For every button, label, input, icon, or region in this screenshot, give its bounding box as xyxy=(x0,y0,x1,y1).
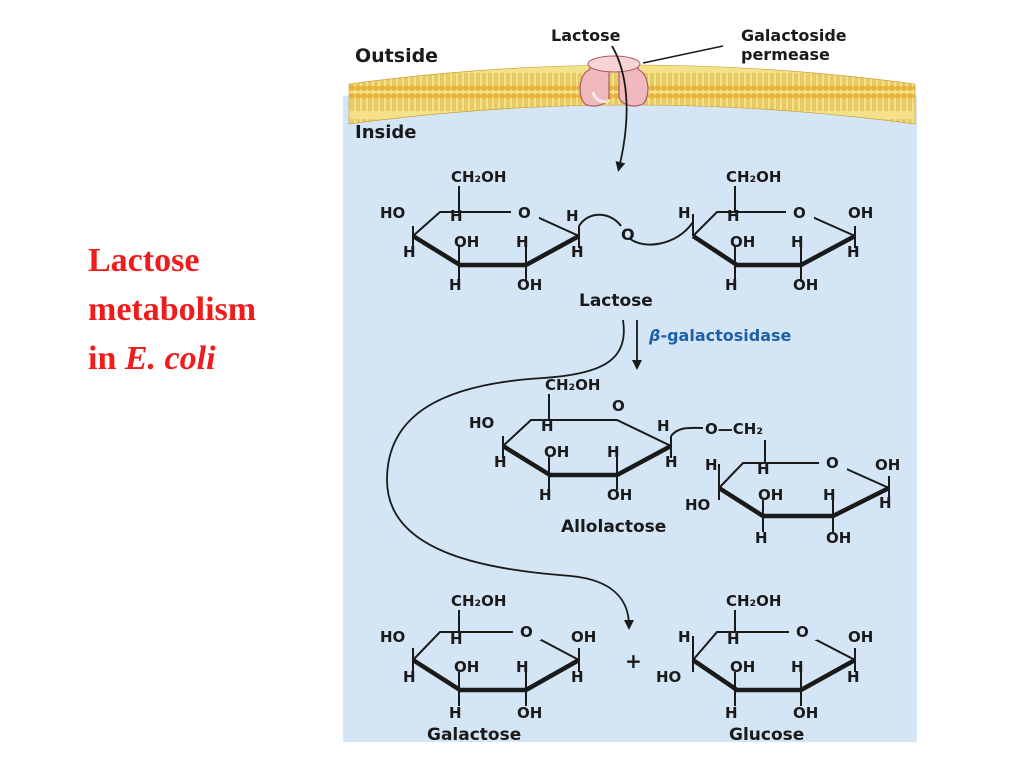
oh-label: OH xyxy=(454,658,479,676)
glucose-molecule-label: Glucose xyxy=(729,725,804,742)
oh-label: OH xyxy=(517,704,542,722)
h-label: H xyxy=(657,417,670,435)
transport-arrow xyxy=(611,45,628,172)
allolactose-molecule-label: Allolactose xyxy=(561,517,666,537)
allolactose-o-ch2-link: O—CH₂ xyxy=(705,420,763,438)
h-label: H xyxy=(823,486,836,504)
transport-lactose-label: Lactose xyxy=(551,26,621,45)
lactose-metabolism-figure: Outside Inside Lactose Galactoside perme… xyxy=(343,26,917,742)
ch2oh-label: CH₂OH xyxy=(545,376,600,394)
h-label: H xyxy=(449,276,462,294)
h-label: H xyxy=(539,486,552,504)
lactose-glucose-ring xyxy=(691,186,857,282)
title-line-1: Lactose xyxy=(88,242,200,279)
h-label: H xyxy=(725,704,738,722)
h-label: H xyxy=(791,233,804,251)
allolactose-structure: O CH₂OH HO H H OH H H OH H H O—CH₂ O H H… xyxy=(469,376,900,547)
ch2oh-label: CH₂OH xyxy=(451,168,506,186)
plus-sign: + xyxy=(625,649,642,673)
title-organism: E. coli xyxy=(124,340,216,377)
ch2oh-label: CH₂OH xyxy=(726,168,781,186)
inside-label: Inside xyxy=(355,122,417,143)
h-label: H xyxy=(705,456,718,474)
h-label: H xyxy=(665,453,678,471)
outside-label: Outside xyxy=(355,45,438,67)
ho-label: HO xyxy=(380,628,405,646)
oh-label: OH xyxy=(607,486,632,504)
lactose-galactose-ring xyxy=(411,186,622,282)
h-label: H xyxy=(541,417,554,435)
h-label: H xyxy=(757,460,770,478)
ch2oh-label: CH₂OH xyxy=(726,592,781,610)
oh-label: OH xyxy=(454,233,479,251)
oh-label: OH xyxy=(730,233,755,251)
h-label: H xyxy=(755,529,768,547)
oh-label: OH xyxy=(730,658,755,676)
ring-oxygen-label: O xyxy=(518,204,531,222)
galactose-structure: O CH₂OH HO H OH H OH H H H OH xyxy=(380,592,596,722)
enzyme-name: -galactosidase xyxy=(660,326,791,345)
lactose-molecule-label: Lactose xyxy=(579,291,653,311)
h-label: H xyxy=(566,207,579,225)
h-label: H xyxy=(449,704,462,722)
title-line-3: in E. coli xyxy=(88,334,256,383)
permease-label-line2: permease xyxy=(741,45,830,64)
oh-label: OH xyxy=(544,443,569,461)
oh-label: OH xyxy=(848,204,873,222)
slide-title: Lactose metabolism in E. coli xyxy=(88,236,256,383)
oh-label: OH xyxy=(571,628,596,646)
h-label: H xyxy=(725,276,738,294)
galactose-molecule-label: Galactose xyxy=(427,725,521,742)
oh-label: OH xyxy=(848,628,873,646)
permease-callout-line xyxy=(642,45,724,64)
h-label: H xyxy=(791,658,804,676)
h-label: H xyxy=(727,630,740,648)
h-label: H xyxy=(403,668,416,686)
oh-label: OH xyxy=(517,276,542,294)
lactose-glycosidic-oxygen: O xyxy=(621,225,635,244)
h-label: H xyxy=(571,668,584,686)
ring-oxygen-label: O xyxy=(826,454,839,472)
oh-label: OH xyxy=(793,276,818,294)
ho-label: HO xyxy=(656,668,681,686)
allolactose-glucose-ring xyxy=(717,462,891,532)
ring-oxygen-label: O xyxy=(520,623,533,641)
title-line-3-prefix: in xyxy=(88,340,125,377)
ch2oh-label: CH₂OH xyxy=(451,592,506,610)
h-label: H xyxy=(678,204,691,222)
lactose-structure: O CH₂OH HO H H OH H H OH H H O O CH₂OH H… xyxy=(380,168,873,294)
h-label: H xyxy=(516,233,529,251)
ring-oxygen-label: O xyxy=(793,204,806,222)
h-label: H xyxy=(450,630,463,648)
ho-label: HO xyxy=(469,414,494,432)
h-label: H xyxy=(516,658,529,676)
hydrolysis-path-arrow xyxy=(386,319,634,630)
h-label: H xyxy=(727,207,740,225)
oh-label: OH xyxy=(875,456,900,474)
h-label: H xyxy=(607,443,620,461)
permease-protein xyxy=(579,55,649,107)
enzyme-label: β-galactosidase xyxy=(648,326,792,345)
h-label: H xyxy=(403,243,416,261)
permease-label-line1: Galactoside xyxy=(741,26,847,45)
oh-label: OH xyxy=(758,486,783,504)
h-label: H xyxy=(678,628,691,646)
ring-oxygen-label: O xyxy=(612,397,625,415)
oh-label: OH xyxy=(793,704,818,722)
enzyme-greek-letter: β xyxy=(648,326,660,345)
glucose-structure: O CH₂OH H H OH HO OH H H H OH xyxy=(656,592,873,722)
ho-label: HO xyxy=(380,204,405,222)
allolactose-galactose-ring xyxy=(501,394,704,490)
h-label: H xyxy=(879,494,892,512)
ring-oxygen-label: O xyxy=(796,623,809,641)
ho-label: HO xyxy=(685,496,710,514)
title-line-2: metabolism xyxy=(88,291,257,328)
h-label: H xyxy=(494,453,507,471)
h-label: H xyxy=(847,668,860,686)
h-label: H xyxy=(450,207,463,225)
oh-label: OH xyxy=(826,529,851,547)
h-label: H xyxy=(847,243,860,261)
h-label: H xyxy=(571,243,584,261)
